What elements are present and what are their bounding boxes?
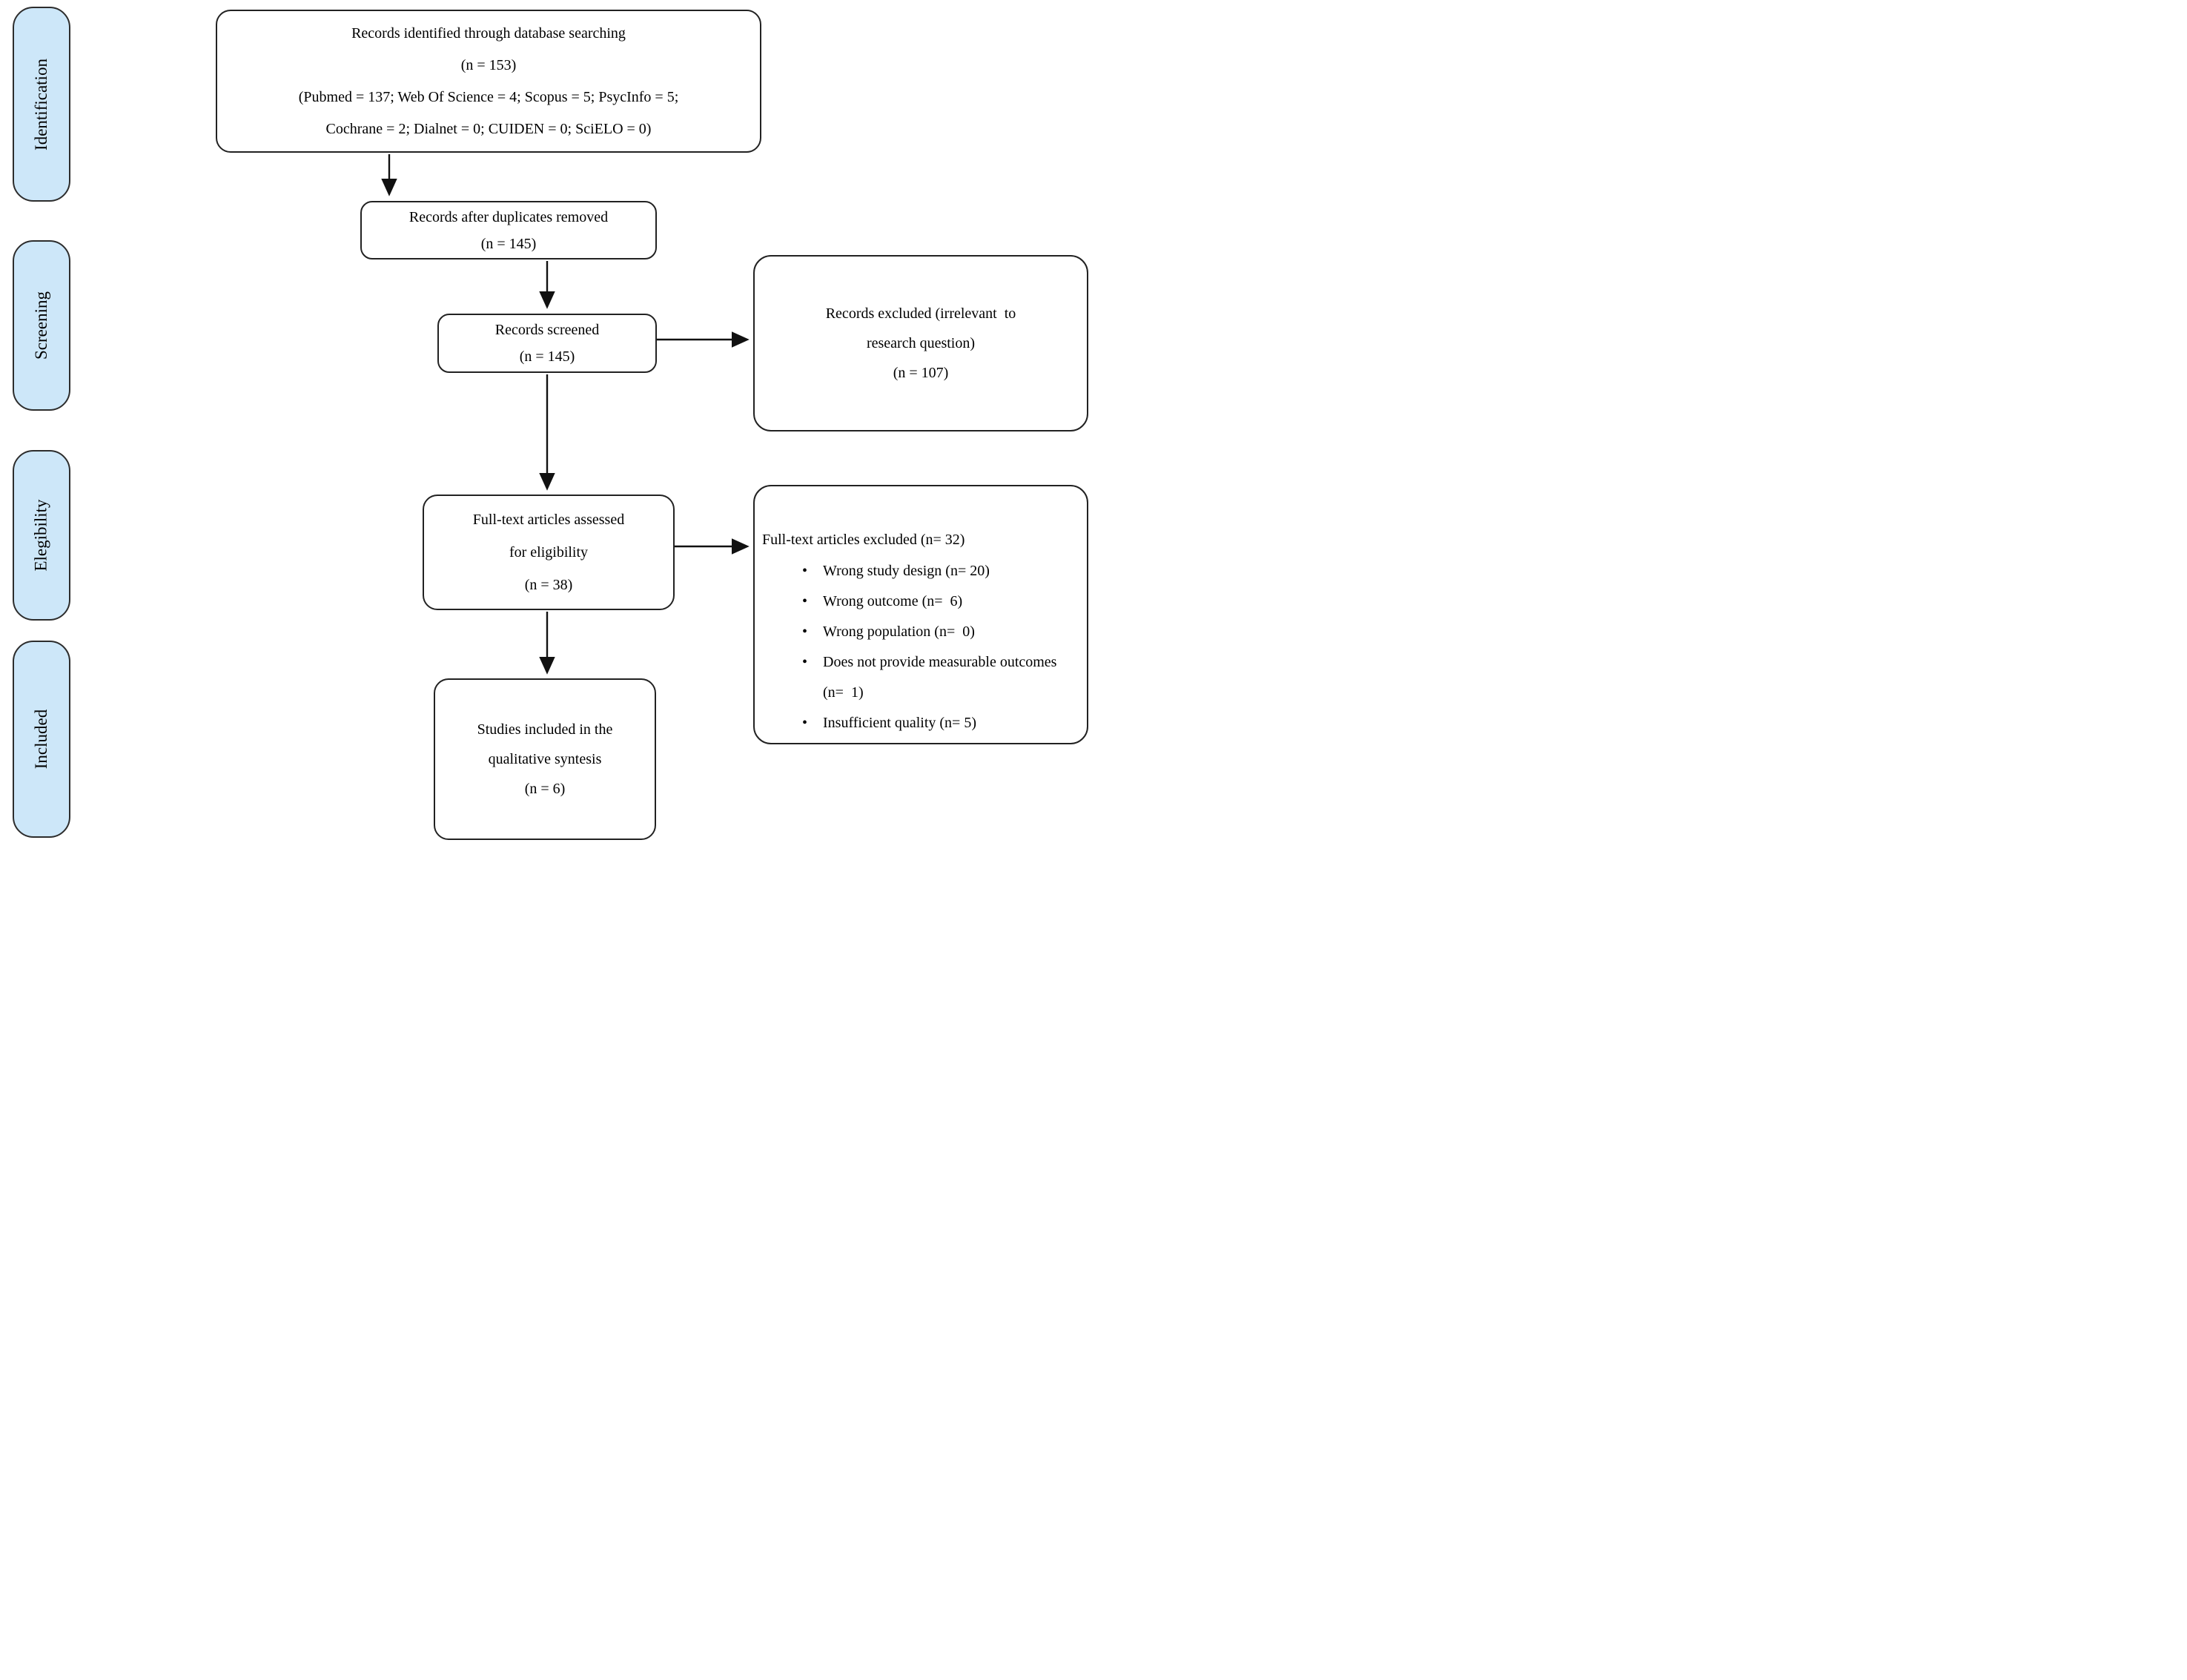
box-studies-included: Studies included in the qualitative synt… [434,678,656,840]
exclusion-reason-item: Wrong population (n= 0) [798,617,1072,647]
box-count: (n = 145) [480,235,537,252]
exclusion-reason-text: Wrong outcome (n= 6) [823,593,963,609]
exclusion-reason-item: Wrong outcome (n= 6) [798,586,1072,617]
box-records-after-duplicates: Records after duplicates removed (n = 14… [360,201,657,259]
box-text-line: Studies included in the [477,721,613,738]
stage-label-included: Included [13,641,70,838]
exclusion-reason-item: Does not provide measurable outcomes (n=… [798,647,1072,708]
exclusion-reason-list: Wrong study design (n= 20) Wrong outcome… [762,556,1072,738]
box-records-identified: Records identified through database sear… [216,10,761,153]
box-text-line: Records screened [494,322,600,338]
prisma-flow-diagram: Identification Screening Elegibility Inc… [0,0,1094,840]
exclusion-reason-text: Wrong study design (n= 20) [823,563,990,579]
box-count: (n = 153) [460,56,517,73]
stage-label-text: Elegibility [32,499,51,572]
box-count: (n = 6) [524,781,566,797]
exclusion-reason-item: Insufficient quality (n= 5) [798,708,1072,738]
stage-label-text: Screening [32,291,50,360]
box-records-screened: Records screened (n = 145) [437,314,657,373]
stage-label-identification: Identification [13,7,70,202]
box-count: (n = 38) [524,577,573,593]
box-text-line: Cochrane = 2; Dialnet = 0; CUIDEN = 0; S… [325,120,652,137]
exclusion-reason-text: Does not provide measurable outcomes (n=… [823,654,1061,701]
box-count: (n = 107) [893,365,949,381]
stage-label-text: Included [32,709,50,770]
box-text-line: (Pubmed = 137; Web Of Science = 4; Scopu… [298,88,679,105]
stage-label-text: Identification [32,58,50,151]
stage-label-screening: Screening [13,240,70,411]
box-records-excluded: Records excluded (irrelevant to research… [753,255,1088,431]
exclusion-reason-text: Wrong population (n= 0) [823,624,975,640]
box-text-line: Records excluded (irrelevant to [825,305,1016,322]
box-text-line: research question) [866,335,976,351]
stage-label-elegibility: Elegibility [13,450,70,621]
exclusion-reason-item: Wrong study design (n= 20) [798,556,1072,586]
box-text-line: Records after duplicates removed [408,208,609,225]
box-count: (n = 145) [519,348,575,365]
box-text-line: Full-text articles assessed [472,512,625,528]
box-text-line: qualitative syntesis [488,751,602,767]
box-fulltext-excluded: Full-text articles excluded (n= 32) Wron… [753,485,1088,744]
exclusion-reason-text: Insufficient quality (n= 5) [823,715,976,731]
box-text-line: Records identified through database sear… [351,24,626,42]
box-fulltext-assessed: Full-text articles assessed for eligibil… [423,495,675,610]
box-text-line: for eligibility [509,544,589,560]
exclusion-title: Full-text articles excluded (n= 32) [762,532,965,548]
